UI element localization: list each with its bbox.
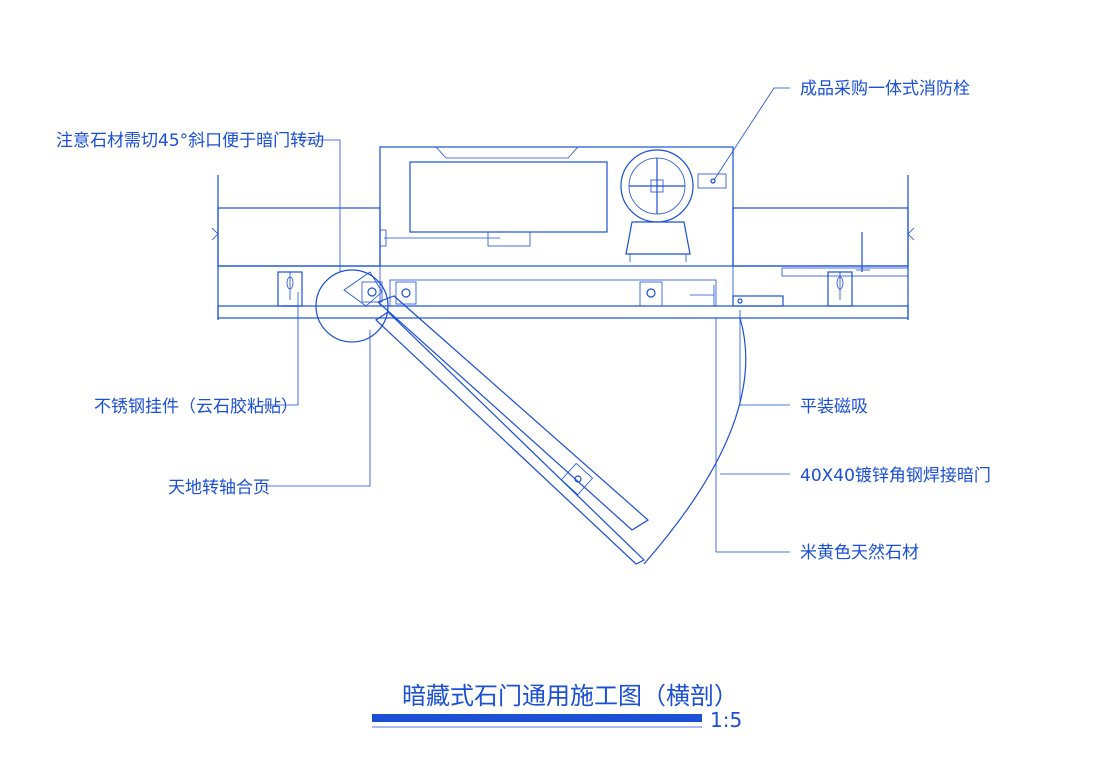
left-hanger bbox=[277, 271, 303, 307]
drawing-title: 暗藏式石门通用施工图（横剖） bbox=[402, 682, 738, 710]
door-leaf-open bbox=[375, 295, 650, 565]
hydrant-cabinet bbox=[379, 146, 734, 267]
label-hanger: 不锈钢挂件（云石胶粘贴） bbox=[94, 397, 298, 417]
label-hydrant: 成品采购一体式消防栓 bbox=[800, 79, 970, 99]
title-underline bbox=[372, 714, 702, 722]
leader-lines bbox=[262, 87, 790, 553]
stone-cladding-strip bbox=[217, 305, 909, 319]
label-steel: 40X40镀锌角钢焊接暗门 bbox=[800, 466, 991, 486]
drawing-scale: 1:5 bbox=[710, 708, 742, 732]
door-frame bbox=[379, 266, 734, 307]
pivot-detail bbox=[315, 269, 389, 343]
magnetic-catch bbox=[732, 295, 784, 307]
label-stone-cut: 注意石材需切45°斜口便于暗门转动 bbox=[56, 131, 324, 151]
right-hanger bbox=[781, 232, 909, 307]
label-stone: 米黄色天然石材 bbox=[800, 543, 919, 563]
right-wall bbox=[732, 175, 915, 320]
swing-arc bbox=[643, 317, 747, 565]
label-pivot: 天地转轴合页 bbox=[168, 478, 270, 498]
label-magnet: 平装磁吸 bbox=[800, 397, 868, 417]
